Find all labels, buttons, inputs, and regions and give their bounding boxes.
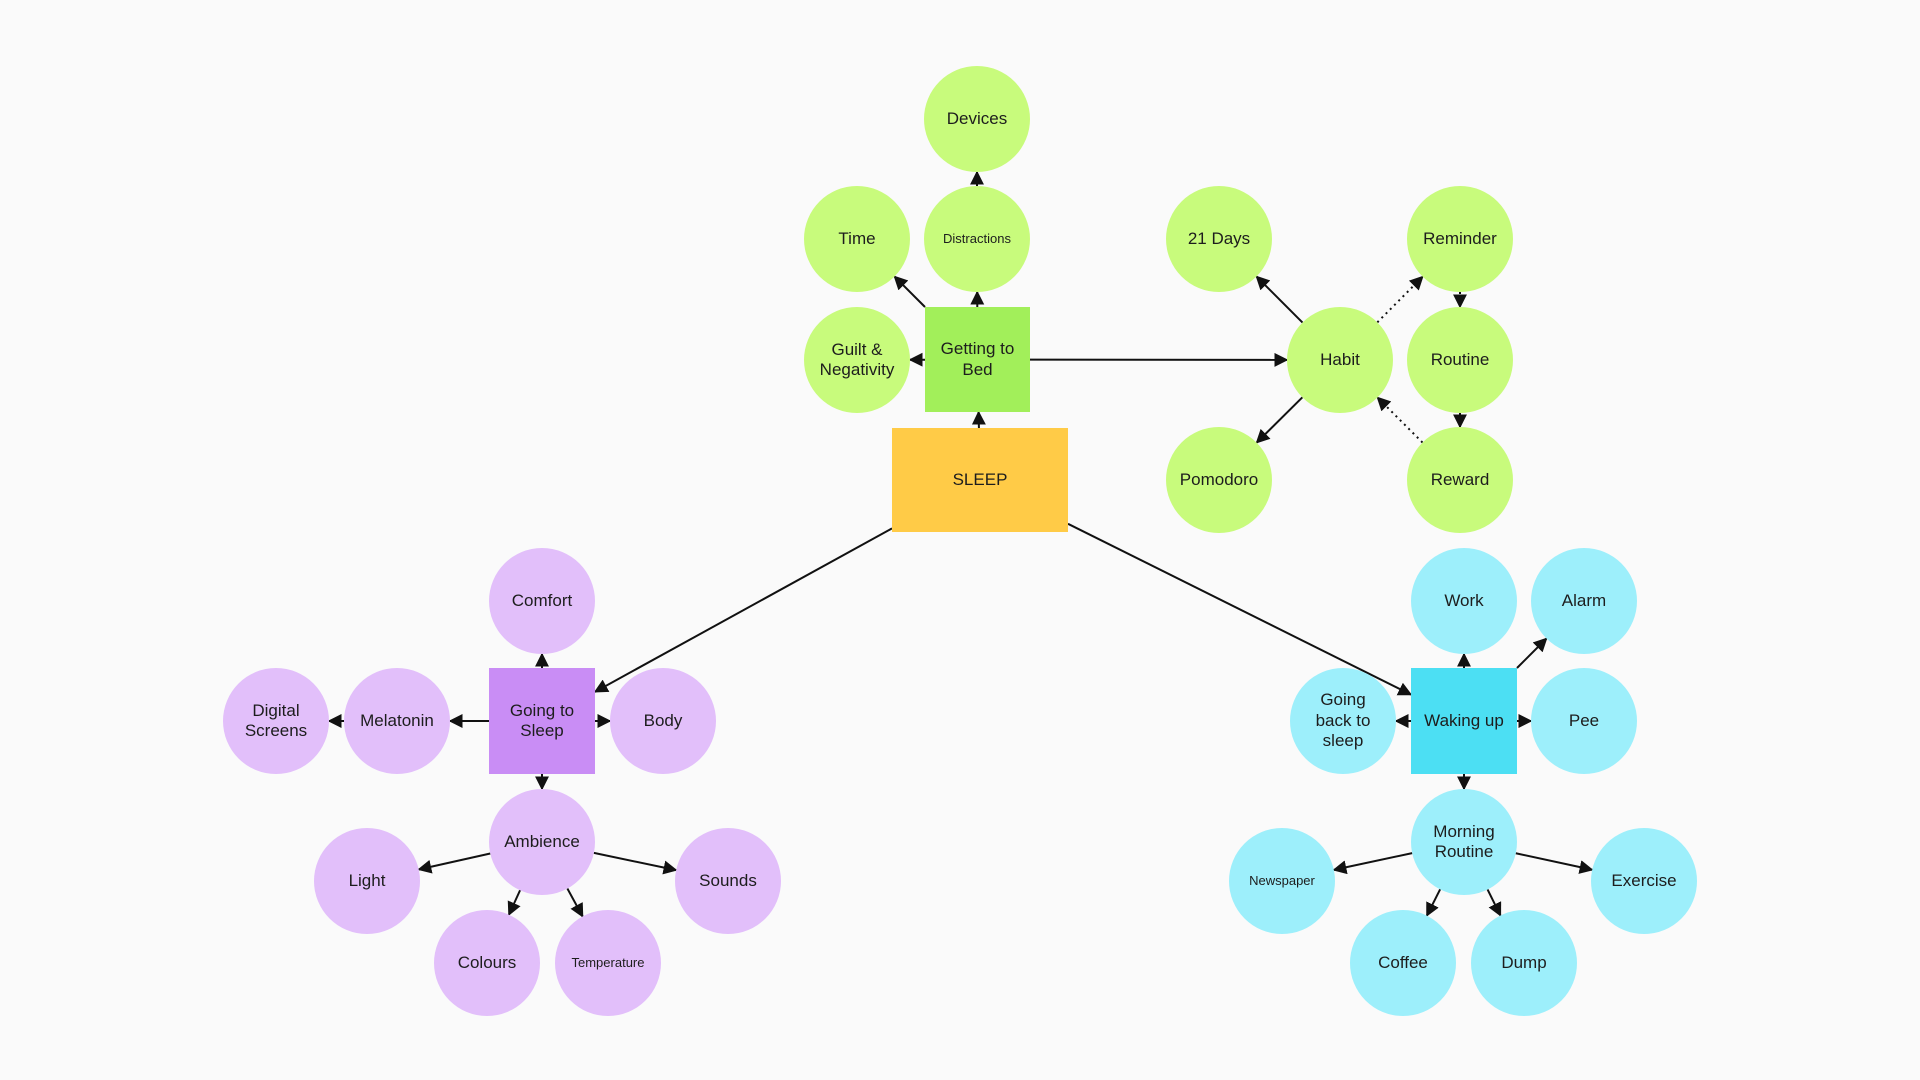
edge-sleep-to-going_to_sleep bbox=[593, 527, 893, 693]
edge-habit-to-days21 bbox=[1255, 275, 1304, 324]
node-coffee[interactable]: Coffee bbox=[1350, 910, 1456, 1016]
node-pee[interactable]: Pee bbox=[1531, 668, 1637, 774]
edge-morning_routine-to-newspaper bbox=[1332, 852, 1413, 875]
node-dump[interactable]: Dump bbox=[1471, 910, 1577, 1016]
node-comfort[interactable]: Comfort bbox=[489, 548, 595, 654]
edge-habit-to-reminder bbox=[1376, 275, 1424, 324]
node-routine[interactable]: Routine bbox=[1407, 307, 1513, 413]
node-sleep[interactable]: SLEEP bbox=[892, 428, 1068, 532]
edge-sleep-to-waking_up bbox=[1067, 522, 1413, 696]
edge-habit-to-pomodoro bbox=[1255, 396, 1304, 444]
node-guilt-negativity[interactable]: Guilt & Negativity bbox=[804, 307, 910, 413]
node-going-to-sleep[interactable]: Going to Sleep bbox=[489, 668, 595, 774]
node-melatonin[interactable]: Melatonin bbox=[344, 668, 450, 774]
edge-getting_to_bed-to-time bbox=[893, 275, 926, 308]
node-21-days[interactable]: 21 Days bbox=[1166, 186, 1272, 292]
node-newspaper[interactable]: Newspaper bbox=[1229, 828, 1335, 934]
node-pomodoro[interactable]: Pomodoro bbox=[1166, 427, 1272, 533]
edge-reward-to-habit bbox=[1376, 396, 1424, 444]
node-getting-to-bed[interactable]: Getting to Bed bbox=[925, 307, 1030, 412]
node-light[interactable]: Light bbox=[314, 828, 420, 934]
edge-ambience-to-temperature bbox=[566, 888, 584, 918]
node-waking-up[interactable]: Waking up bbox=[1411, 668, 1517, 774]
edge-morning_routine-to-coffee bbox=[1425, 888, 1442, 917]
edge-ambience-to-colours bbox=[507, 889, 521, 917]
node-reminder[interactable]: Reminder bbox=[1407, 186, 1513, 292]
node-body[interactable]: Body bbox=[610, 668, 716, 774]
node-digital-screens[interactable]: Digital Screens bbox=[223, 668, 329, 774]
node-time[interactable]: Time bbox=[804, 186, 910, 292]
node-ambience[interactable]: Ambience bbox=[489, 789, 595, 895]
node-going-back-to-sleep[interactable]: Going back to sleep bbox=[1290, 668, 1396, 774]
node-habit[interactable]: Habit bbox=[1287, 307, 1393, 413]
node-work[interactable]: Work bbox=[1411, 548, 1517, 654]
edge-morning_routine-to-dump bbox=[1486, 889, 1502, 917]
node-exercise[interactable]: Exercise bbox=[1591, 828, 1697, 934]
node-temperature[interactable]: Temperature bbox=[555, 910, 661, 1016]
node-distractions[interactable]: Distractions bbox=[924, 186, 1030, 292]
node-devices[interactable]: Devices bbox=[924, 66, 1030, 172]
node-sounds[interactable]: Sounds bbox=[675, 828, 781, 934]
node-morning-routine[interactable]: Morning Routine bbox=[1411, 789, 1517, 895]
node-reward[interactable]: Reward bbox=[1407, 427, 1513, 533]
edge-waking_up-to-alarm bbox=[1516, 637, 1548, 669]
node-colours[interactable]: Colours bbox=[434, 910, 540, 1016]
node-alarm[interactable]: Alarm bbox=[1531, 548, 1637, 654]
edge-morning_routine-to-exercise bbox=[1515, 852, 1594, 874]
edge-ambience-to-sounds bbox=[593, 851, 678, 875]
edge-ambience-to-light bbox=[417, 852, 491, 874]
